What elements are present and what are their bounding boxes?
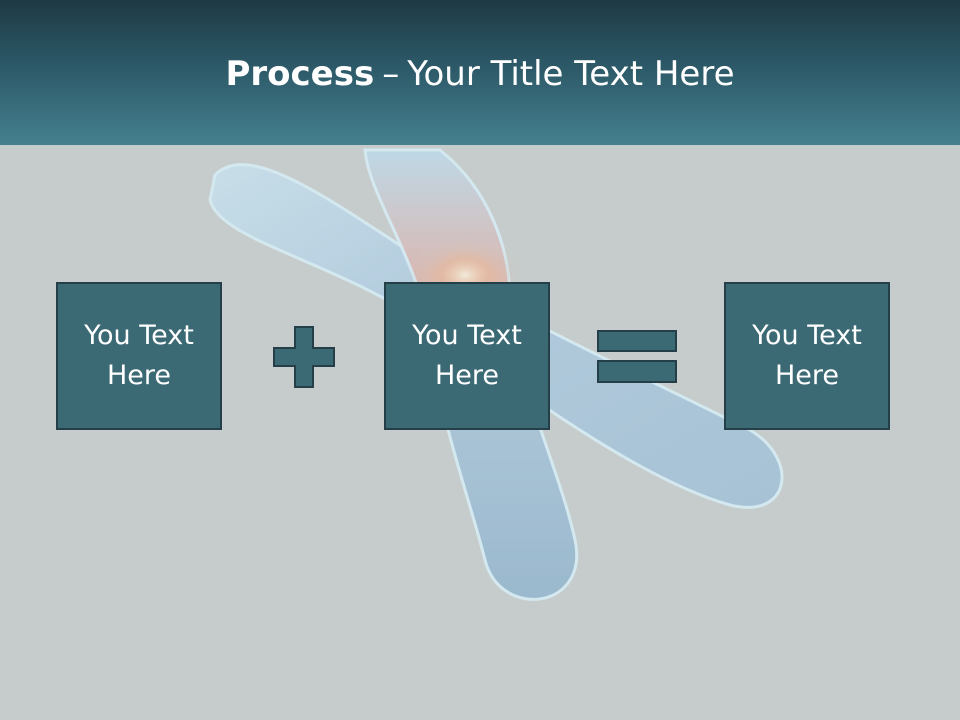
equals-icon: [597, 330, 677, 383]
title-bar: Process–Your Title Text Here: [0, 0, 960, 145]
process-box-2[interactable]: You Text Here: [384, 282, 550, 430]
process-box-1-text: You Text Here: [84, 320, 194, 391]
process-box-3-text: You Text Here: [752, 320, 862, 391]
chromosome-background-image: [208, 148, 784, 601]
title-text-part: Your Title Text Here: [407, 54, 735, 94]
slide-title: Process–Your Title Text Here: [0, 52, 960, 96]
process-box-3[interactable]: You Text Here: [724, 282, 890, 430]
title-bold-part: Process: [225, 54, 375, 94]
process-box-2-text: You Text Here: [412, 320, 522, 391]
process-box-1[interactable]: You Text Here: [56, 282, 222, 430]
plus-icon: [273, 326, 335, 388]
title-dash: –: [382, 54, 400, 94]
